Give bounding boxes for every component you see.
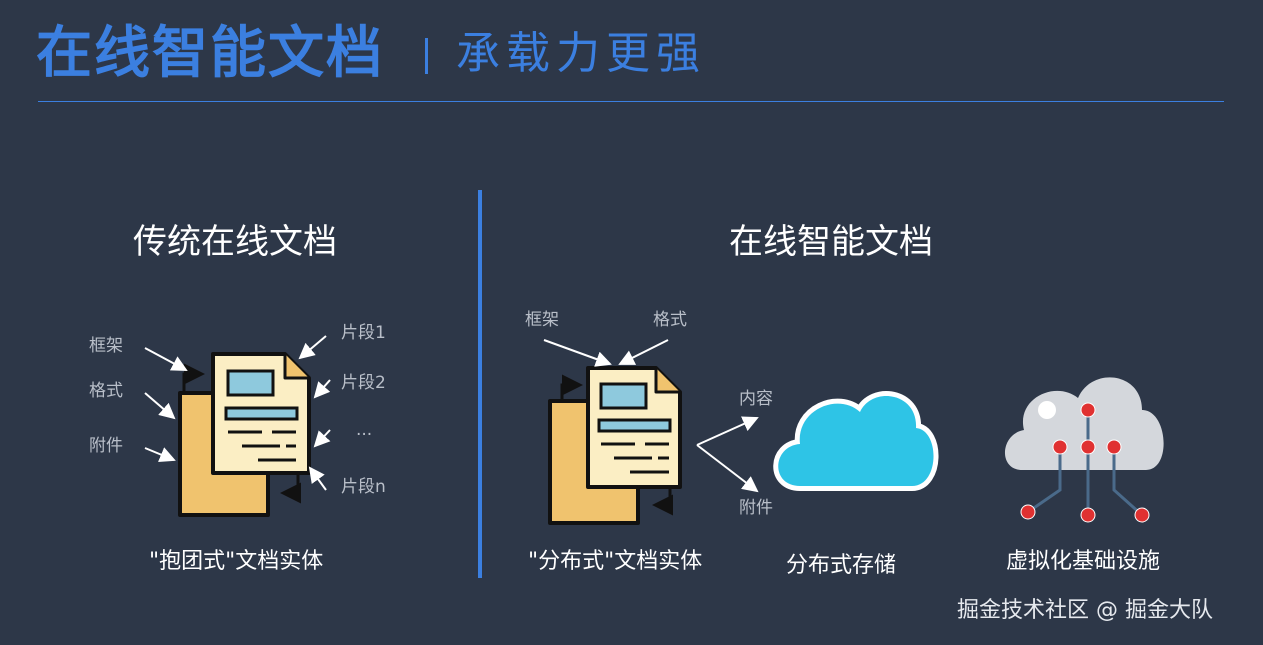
page-subtitle: 承载力更强: [456, 28, 706, 79]
right-label-attachment: 附件: [739, 498, 773, 518]
title-separator: [425, 38, 428, 74]
right-doc-caption: "分布式"文档实体: [528, 549, 703, 574]
infra-caption: 虚拟化基础设施: [1006, 549, 1161, 574]
left-section-title: 传统在线文档: [133, 222, 337, 262]
watermark: 掘金技术社区 @ 掘金大队: [957, 598, 1213, 623]
left-label-ellipsis: ...: [356, 420, 373, 440]
page-title: 在线智能文档: [36, 21, 384, 86]
right-section-title: 在线智能文档: [729, 222, 933, 262]
left-label-segment-n: 片段n: [341, 477, 386, 497]
infrastructure-cloud-icon: [1004, 377, 1164, 523]
right-document-stack-icon: [548, 366, 682, 525]
right-arrows: [543, 339, 759, 493]
left-arrows: [144, 335, 331, 491]
right-label-frame: 框架: [525, 310, 559, 330]
section-divider: [478, 190, 482, 578]
left-label-format: 格式: [89, 381, 123, 401]
left-label-segment-2: 片段2: [341, 373, 386, 393]
storage-caption: 分布式存储: [786, 553, 897, 578]
left-document-stack-icon: [178, 352, 311, 517]
left-label-segment-1: 片段1: [341, 323, 386, 343]
cloud-storage-icon: [773, 391, 939, 491]
header-rule: [38, 101, 1224, 102]
left-caption: "抱团式"文档实体: [149, 549, 324, 574]
right-label-format: 格式: [653, 310, 687, 330]
right-label-content: 内容: [739, 389, 773, 409]
left-label-attachment: 附件: [89, 436, 123, 456]
left-label-frame: 框架: [89, 336, 123, 356]
